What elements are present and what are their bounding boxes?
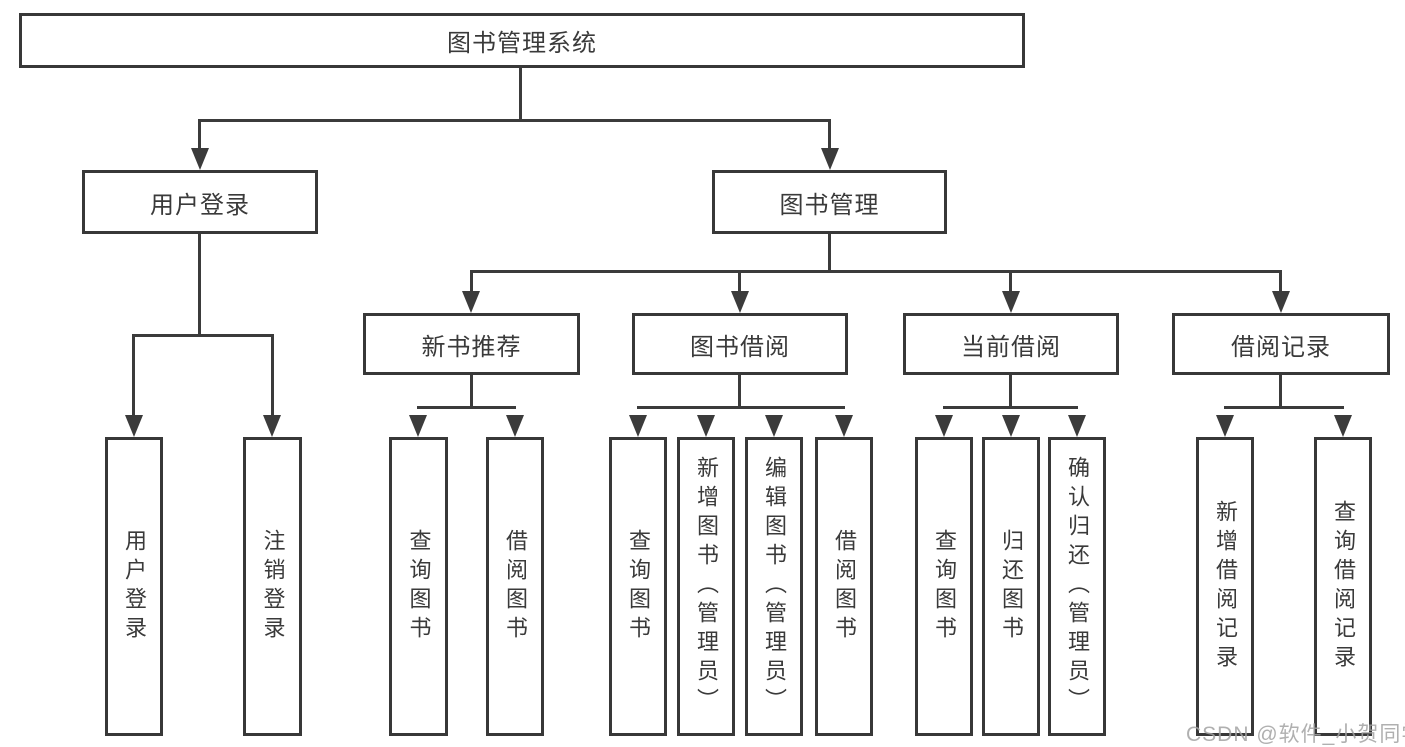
node-book-borrow-label: 图书借阅 xyxy=(690,333,790,361)
arrow-to-leaf-newbook-search xyxy=(409,415,427,437)
arrow-to-leaf-records-add xyxy=(1216,415,1234,437)
connector-current-hbar xyxy=(943,406,1078,409)
connector-mgmt-hbar xyxy=(470,270,1282,273)
arrow-to-new-book-recommend xyxy=(462,291,480,313)
arrow-to-leaf-borrow-add xyxy=(697,415,715,437)
arrow-to-current-borrow xyxy=(1002,291,1020,313)
arrow-to-leaf-newbook-borrow xyxy=(506,415,524,437)
leaf-newbook-search-label: 查询图书 xyxy=(406,528,432,645)
connector-mgmt-drop-1 xyxy=(470,270,473,293)
arrow-to-user-login xyxy=(191,148,209,170)
connector-newbook-stem xyxy=(470,375,473,408)
csdn-watermark: CSDN @软件_小贺同学 xyxy=(1186,723,1405,746)
leaf-records-search: 查询借阅记录 xyxy=(1314,437,1372,736)
leaf-borrow-search: 查询图书 xyxy=(609,437,667,736)
connector-root-stem xyxy=(519,68,522,121)
connector-login-drop-1 xyxy=(132,334,135,416)
leaf-records-add: 新增借阅记录 xyxy=(1196,437,1254,736)
leaf-newbook-search: 查询图书 xyxy=(389,437,448,736)
leaf-user-login: 用户登录 xyxy=(105,437,163,736)
leaf-borrow-add-admin: 新增图书（管理员） xyxy=(677,437,735,736)
leaf-borrow-borrow-label: 借阅图书 xyxy=(832,528,857,645)
leaf-newbook-borrow-label: 借阅图书 xyxy=(503,528,528,645)
arrow-to-book-borrow xyxy=(731,291,749,313)
connector-borrow-hbar xyxy=(637,406,845,409)
leaf-current-confirm-admin-label: 确认归还（管理员） xyxy=(1065,456,1090,717)
leaf-borrow-add-admin-label: 新增图书（管理员） xyxy=(694,456,719,717)
connector-newbook-hbar xyxy=(417,406,516,409)
leaf-borrow-edit-admin: 编辑图书（管理员） xyxy=(745,437,803,736)
leaf-newbook-borrow: 借阅图书 xyxy=(486,437,544,736)
node-new-book-recommend-label: 新书推荐 xyxy=(421,333,522,361)
connector-root-drop-left xyxy=(198,119,201,151)
leaf-current-return: 归还图书 xyxy=(982,437,1040,736)
connector-records-stem xyxy=(1279,375,1282,408)
node-user-login: 用户登录 xyxy=(82,170,318,234)
connector-mgmt-stem xyxy=(828,234,831,272)
connector-mgmt-drop-4 xyxy=(1279,270,1282,293)
node-current-borrow-label: 当前借阅 xyxy=(961,333,1061,361)
arrow-to-leaf-current-search xyxy=(935,415,953,437)
arrow-to-leaf-logout xyxy=(263,415,281,437)
leaf-current-search: 查询图书 xyxy=(915,437,973,736)
node-book-management: 图书管理 xyxy=(712,170,947,234)
connector-login-drop-2 xyxy=(271,334,274,416)
node-new-book-recommend: 新书推荐 xyxy=(363,313,580,375)
leaf-borrow-search-label: 查询图书 xyxy=(626,528,651,645)
connector-mgmt-drop-3 xyxy=(1009,270,1012,293)
arrow-to-leaf-borrow-edit xyxy=(765,415,783,437)
leaf-records-add-label: 新增借阅记录 xyxy=(1213,499,1238,674)
leaf-current-return-label: 归还图书 xyxy=(999,528,1024,645)
leaf-logout: 注销登录 xyxy=(243,437,302,736)
arrow-to-leaf-current-return xyxy=(1002,415,1020,437)
connector-borrow-stem xyxy=(738,375,741,408)
connector-login-stem xyxy=(198,234,201,336)
leaf-user-login-label: 用户登录 xyxy=(122,528,147,645)
leaf-borrow-borrow: 借阅图书 xyxy=(815,437,873,736)
arrow-to-leaf-borrow-borrow xyxy=(835,415,853,437)
arrow-to-borrow-records xyxy=(1272,291,1290,313)
node-borrow-records-label: 借阅记录 xyxy=(1231,333,1331,361)
connector-root-hbar xyxy=(198,119,831,122)
arrow-to-book-management xyxy=(821,148,839,170)
node-root: 图书管理系统 xyxy=(19,13,1025,68)
node-user-login-label: 用户登录 xyxy=(150,191,250,219)
node-book-management-label: 图书管理 xyxy=(779,191,880,219)
leaf-logout-label: 注销登录 xyxy=(260,528,286,645)
arrow-to-leaf-user-login xyxy=(125,415,143,437)
leaf-borrow-edit-admin-label: 编辑图书（管理员） xyxy=(762,456,787,717)
arrow-to-leaf-current-confirm xyxy=(1068,415,1086,437)
connector-records-hbar xyxy=(1224,406,1344,409)
connector-root-drop-right xyxy=(828,119,831,151)
connector-login-hbar xyxy=(132,334,273,337)
connector-mgmt-drop-2 xyxy=(738,270,741,293)
node-borrow-records: 借阅记录 xyxy=(1172,313,1390,375)
leaf-current-search-label: 查询图书 xyxy=(932,528,957,645)
node-book-borrow: 图书借阅 xyxy=(632,313,848,375)
leaf-records-search-label: 查询借阅记录 xyxy=(1331,499,1356,674)
arrow-to-leaf-borrow-search xyxy=(629,415,647,437)
node-root-label: 图书管理系统 xyxy=(447,30,597,57)
leaf-current-confirm-admin: 确认归还（管理员） xyxy=(1048,437,1106,736)
connector-current-stem xyxy=(1009,375,1012,408)
arrow-to-leaf-records-search xyxy=(1334,415,1352,437)
node-current-borrow: 当前借阅 xyxy=(903,313,1119,375)
